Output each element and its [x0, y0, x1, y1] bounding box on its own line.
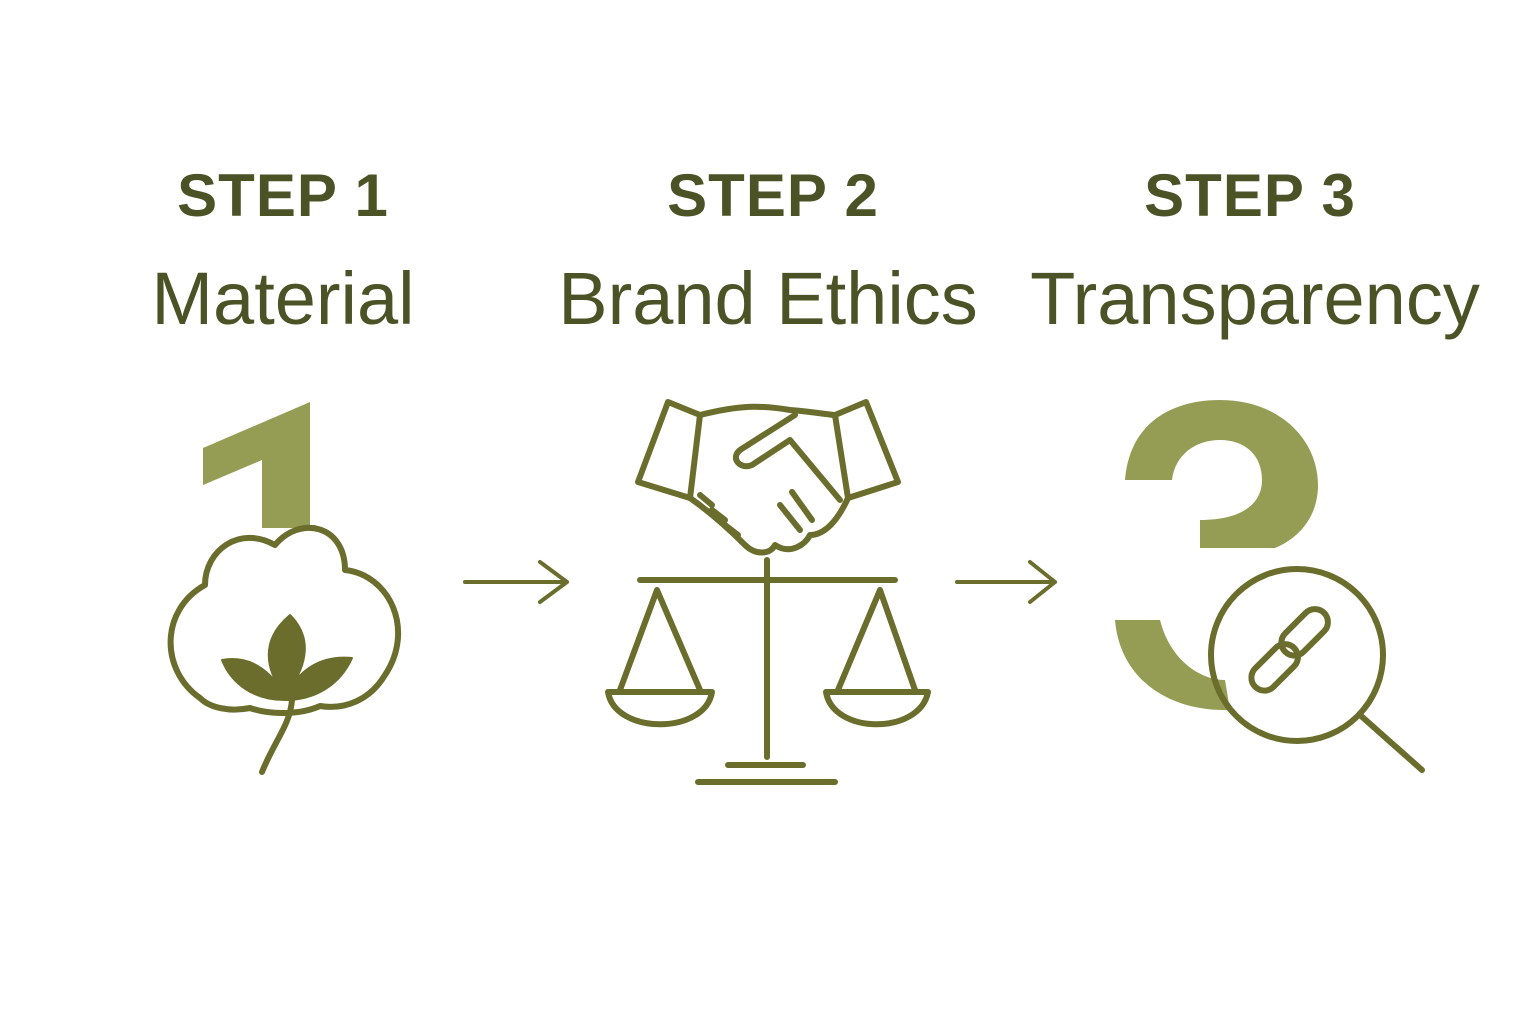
magnifier-chain-icon [1208, 566, 1425, 773]
number-one-icon [203, 402, 310, 528]
cotton-icon [167, 524, 402, 775]
step-2-title: Brand Ethics [558, 257, 978, 340]
number-three-icon [1115, 400, 1318, 711]
arrow-right-icon [955, 560, 1057, 604]
scales-icon [605, 557, 931, 785]
step-1-title: Material [151, 257, 415, 340]
step-2-label: STEP 2 [667, 162, 879, 229]
arrow-right-icon [463, 560, 569, 604]
step-3-label: STEP 3 [1144, 162, 1356, 229]
step-1-label: STEP 1 [177, 162, 389, 229]
handshake-icon [635, 399, 901, 556]
step-3-title: Transparency [1030, 257, 1480, 340]
